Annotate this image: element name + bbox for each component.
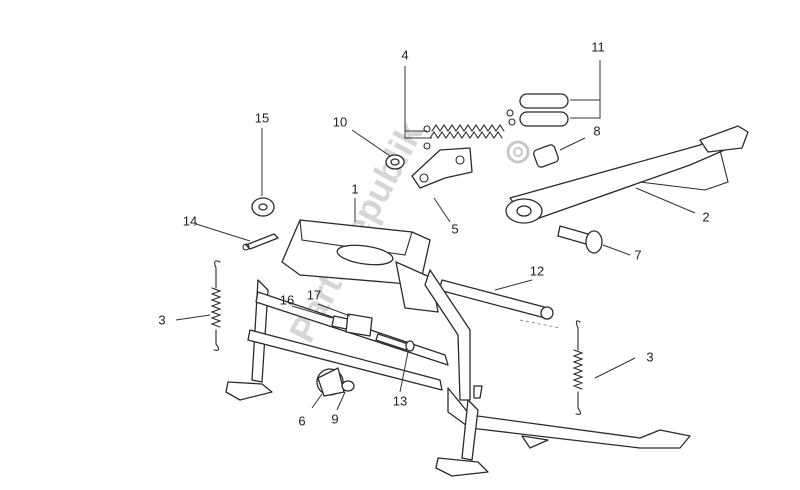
part-6-bush bbox=[316, 367, 345, 397]
callout-2: 2 bbox=[702, 209, 709, 224]
part-10-washer bbox=[385, 154, 405, 170]
callout-17: 17 bbox=[307, 287, 321, 302]
part-7-pin bbox=[557, 225, 603, 254]
callout-labels: 1 2 3 3 4 5 6 7 8 9 10 11 12 13 14 15 16… bbox=[158, 39, 709, 428]
part-15-washer bbox=[251, 197, 275, 217]
callout-4: 4 bbox=[401, 47, 408, 62]
callout-11: 11 bbox=[591, 39, 605, 54]
callout-14: 14 bbox=[183, 213, 197, 228]
part-5-plate bbox=[411, 147, 473, 189]
callout-8: 8 bbox=[593, 123, 600, 138]
callout-13: 13 bbox=[393, 393, 407, 408]
part-3-spring-left bbox=[210, 260, 222, 351]
callout-9: 9 bbox=[331, 411, 338, 426]
part-14-split-pin bbox=[242, 233, 279, 251]
callout-3-right: 3 bbox=[646, 349, 653, 364]
callout-7: 7 bbox=[634, 247, 641, 262]
part-8-buffer bbox=[533, 144, 559, 168]
part-13-bolt bbox=[375, 333, 415, 352]
part-11-sleeves bbox=[519, 93, 569, 127]
callout-6: 6 bbox=[298, 413, 305, 428]
part-9-spacer bbox=[341, 380, 355, 392]
leader-lines bbox=[175, 60, 696, 411]
watermark-gear-icon bbox=[506, 140, 530, 164]
callout-10: 10 bbox=[333, 114, 347, 129]
callout-12: 12 bbox=[530, 263, 544, 278]
part-4-springs bbox=[423, 109, 516, 150]
part-3-spring-right bbox=[572, 320, 584, 415]
part-2-side-stand bbox=[505, 125, 749, 224]
part-1-center-stand bbox=[225, 219, 691, 477]
callout-15: 15 bbox=[255, 110, 269, 125]
callout-16: 16 bbox=[280, 292, 294, 307]
callout-1: 1 bbox=[351, 181, 358, 196]
callout-5: 5 bbox=[451, 221, 458, 236]
callout-3-left: 3 bbox=[158, 312, 165, 327]
part-16-17-plates bbox=[331, 313, 373, 337]
